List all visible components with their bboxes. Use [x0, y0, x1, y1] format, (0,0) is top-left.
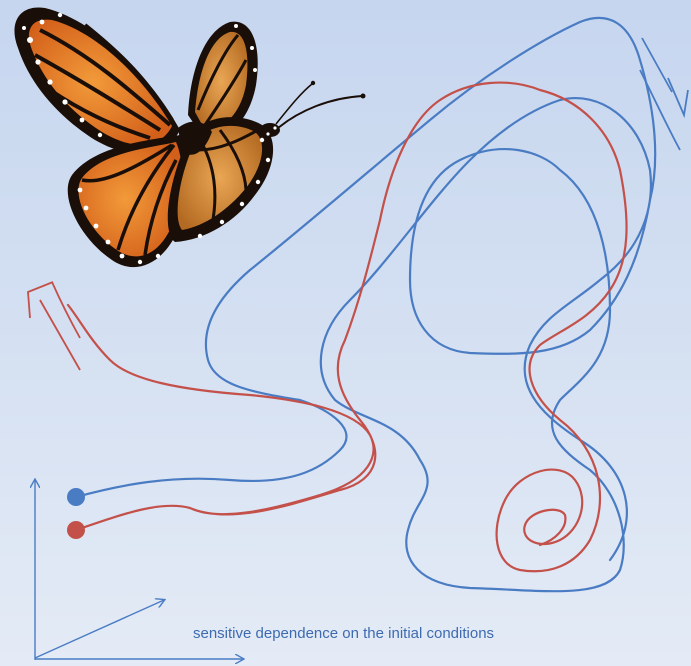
- blue-direction-arrow-icon: [642, 38, 688, 115]
- z-axis: [35, 600, 164, 658]
- red-direction-arrow-icon: [28, 282, 80, 370]
- start-point-blue: [67, 488, 85, 506]
- caption: sensitive dependence on the initial cond…: [193, 625, 494, 642]
- start-point-red: [67, 521, 85, 539]
- butterfly-image: [14, 7, 365, 267]
